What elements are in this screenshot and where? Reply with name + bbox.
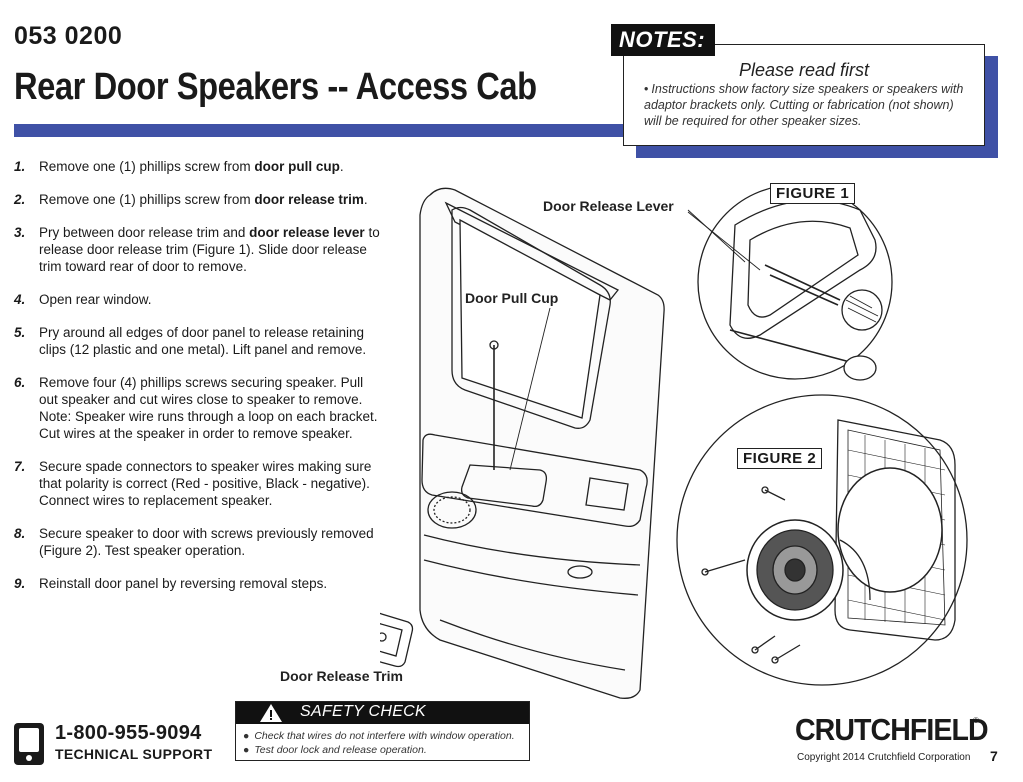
callout-door-release-lever: Door Release Lever	[543, 198, 674, 214]
warning-icon	[260, 704, 282, 722]
callout-door-release-trim: Door Release Trim	[280, 668, 403, 684]
step-number: 9.	[14, 576, 26, 591]
safety-check-list: ● Check that wires do not interfere with …	[243, 729, 528, 757]
step-text-run: Open rear window.	[39, 292, 152, 307]
step-part-name: door pull cup	[254, 159, 340, 174]
page-title: Rear Door Speakers -- Access Cab	[14, 66, 537, 108]
notes-body: Instructions show factory size speakers …	[644, 82, 964, 128]
step-number: 5.	[14, 325, 26, 340]
safety-item: ● Test door lock and release operation.	[243, 743, 528, 757]
safety-check-title: SAFETY CHECK	[300, 703, 426, 720]
phone-icon	[14, 723, 44, 765]
step-part-name: door release trim	[254, 192, 364, 207]
step-number: 3.	[14, 225, 26, 240]
notes-tag: NOTES:	[611, 24, 716, 56]
door-release-trim-drawing	[380, 612, 414, 668]
step-text-run: Remove one (1) phillips screw from	[39, 192, 255, 207]
support-phone-number: 1-800-955-9094	[55, 722, 202, 744]
copyright: Copyright 2014 Crutchfield Corporation	[797, 752, 971, 763]
registered-mark: ®	[973, 716, 979, 725]
page-number: 7	[990, 748, 998, 764]
step-text-run: .	[363, 192, 368, 207]
callout-door-pull-cup: Door Pull Cup	[465, 290, 559, 306]
step-2: 2. Remove one (1) phillips screw from doo…	[14, 191, 384, 208]
step-text-run: Secure speaker to door with screws previ…	[39, 526, 374, 558]
bullet-icon: ●	[243, 744, 250, 756]
step-number: 6.	[14, 375, 26, 390]
step-text-run: Pry between door release trim and	[39, 225, 250, 240]
step-text: Open rear window.	[39, 291, 152, 308]
step-number: 2.	[14, 192, 26, 207]
step-text-run: Secure spade connectors to speaker wires…	[39, 459, 372, 508]
step-number: 7.	[14, 459, 26, 474]
step-4: 4. Open rear window.	[14, 291, 384, 308]
step-number: 1.	[14, 159, 26, 174]
bullet-icon: •	[644, 82, 649, 96]
step-text-run: to release door release trim (Figure 1).…	[39, 225, 380, 274]
instruction-steps: 1. Remove one (1) phillips screw from doo…	[14, 158, 384, 608]
step-text: Pry between door release trim and door r…	[39, 224, 384, 275]
step-text: Remove one (1) phillips screw from door …	[39, 158, 344, 175]
figure2-drawing	[676, 394, 968, 686]
part-number: 053 0200	[14, 22, 123, 50]
step-text: Pry around all edges of door panel to re…	[39, 324, 384, 358]
safety-item: ● Check that wires do not interfere with …	[243, 729, 528, 743]
step-text-run: Pry around all edges of door panel to re…	[39, 325, 367, 357]
step-6: 6. Remove four (4) phillips screws securi…	[14, 374, 384, 442]
step-1: 1. Remove one (1) phillips screw from doo…	[14, 158, 384, 175]
notes-box	[623, 44, 985, 146]
step-number: 8.	[14, 526, 26, 541]
crutchfield-logo: CRUTCHFIELD	[795, 712, 989, 747]
safety-item-text: Check that wires do not interfere with w…	[254, 730, 515, 742]
safety-item-text: Test door lock and release operation.	[254, 744, 427, 756]
step-text: Secure spade connectors to speaker wires…	[39, 458, 384, 509]
step-text: Remove four (4) phillips screws securing…	[39, 374, 384, 442]
step-text: Secure speaker to door with screws previ…	[39, 525, 384, 559]
figure1-label: FIGURE 1	[770, 183, 856, 204]
step-text-run: .	[339, 159, 344, 174]
step-text: Reinstall door panel by reversing remova…	[39, 575, 327, 592]
title-rule	[14, 124, 624, 137]
figure1-drawing	[687, 184, 893, 381]
step-text-run: Remove four (4) phillips screws securing…	[39, 375, 378, 441]
step-text-run: Remove one (1) phillips screw from	[39, 159, 255, 174]
step-9: 9. Reinstall door panel by reversing remo…	[14, 575, 384, 592]
step-5: 5. Pry around all edges of door panel to …	[14, 324, 384, 358]
figure2-label: FIGURE 2	[737, 448, 823, 469]
notes-text: •Instructions show factory size speakers…	[644, 81, 974, 129]
step-text: Remove one (1) phillips screw from door …	[39, 191, 368, 208]
safety-check-header	[236, 702, 529, 724]
step-text-run: Reinstall door panel by reversing remova…	[39, 576, 328, 591]
step-7: 7. Secure spade connectors to speaker wir…	[14, 458, 384, 509]
door-panel-drawing	[419, 187, 665, 699]
step-part-name: door release lever	[249, 225, 365, 240]
bullet-icon: ●	[243, 730, 250, 742]
step-number: 4.	[14, 292, 26, 307]
notes-heading: Please read first	[738, 60, 870, 80]
step-8: 8. Secure speaker to door with screws pre…	[14, 525, 384, 559]
step-3: 3. Pry between door release trim and door…	[14, 224, 384, 275]
door-illustration	[380, 184, 968, 699]
support-label: TECHNICAL SUPPORT	[55, 746, 213, 762]
